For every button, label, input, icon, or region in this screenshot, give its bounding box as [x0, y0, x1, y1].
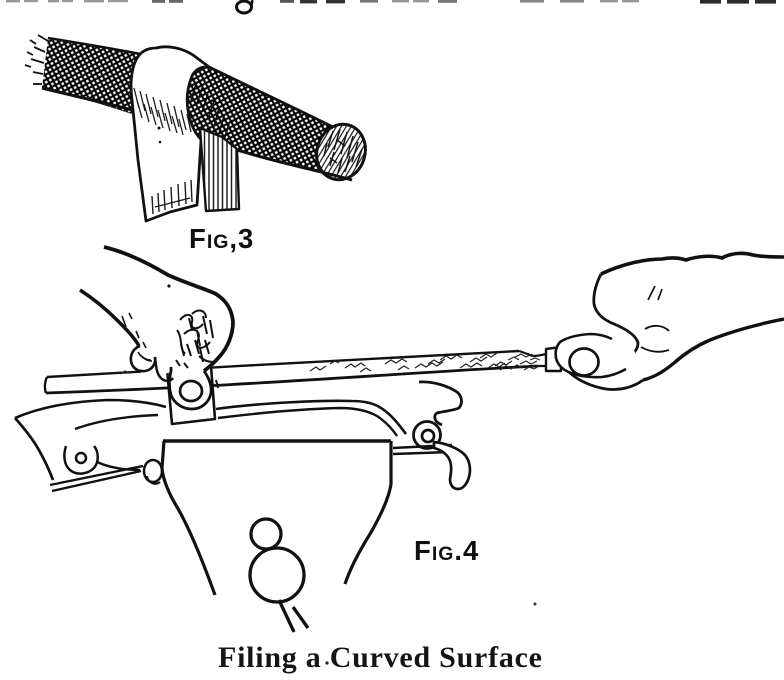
svg-text:Filing a Curved Surface: Filing a Curved Surface	[218, 641, 543, 674]
